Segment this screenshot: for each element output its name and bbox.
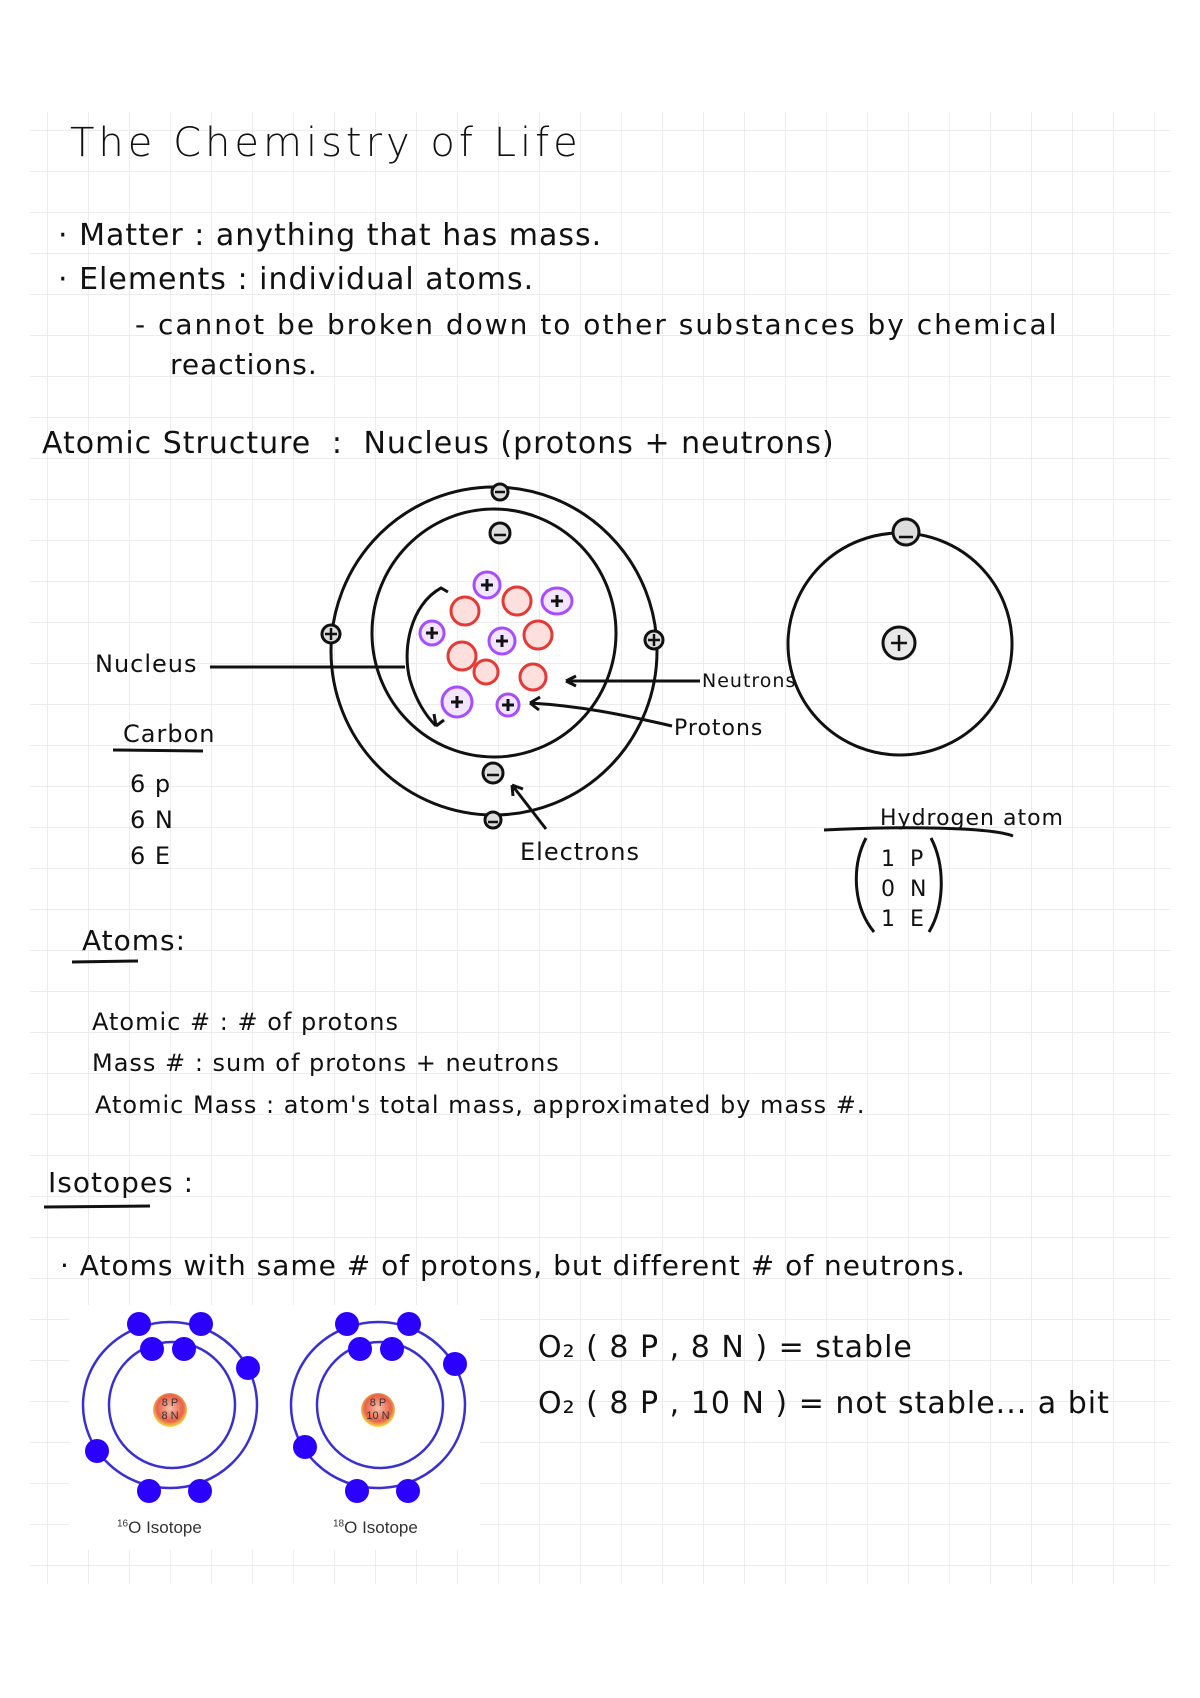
label-electrons: Electrons — [520, 838, 640, 866]
label-neutrons: Neutrons — [702, 670, 797, 692]
definition-elements: · Elements : individual atoms. — [58, 262, 534, 297]
elements-note-line-1: - cannot be broken down to other substan… — [135, 308, 1059, 341]
isotope-note-not-stable: O₂ ( 8 P , 10 N ) = not stable... a bit — [538, 1386, 1110, 1421]
term-matter: Matter — [73, 218, 190, 253]
isotope-note-stable: O₂ ( 8 P , 8 N ) = stable — [538, 1330, 913, 1365]
hydrogen-protons: 1 P — [881, 847, 928, 872]
elements-note-line-2: reactions. — [170, 348, 318, 381]
carbon-electrons: 6 E — [130, 842, 172, 870]
separator: : — [266, 1091, 276, 1119]
label-nucleus: Nucleus — [95, 650, 198, 678]
carbon-protons: 6 p — [130, 770, 172, 798]
definition-text: individual atoms. — [259, 262, 535, 297]
nucleus-definition: Nucleus (protons + neutrons) — [363, 426, 835, 461]
bullet: · — [58, 218, 80, 253]
definition-text: atom's total mass, approximated by mass … — [283, 1091, 866, 1119]
page-title: The Chemistry of Life — [70, 120, 582, 166]
carbon-title: Carbon — [123, 720, 216, 748]
formula: O₂ ( 8 P , 10 N ) — [538, 1386, 789, 1421]
hydrogen-counts: 1 P 0 N 1 E — [881, 845, 930, 935]
definition-text: # of protons — [237, 1008, 400, 1036]
atoms-item-mass-number: Mass # : sum of protons + neutrons — [85, 1049, 560, 1077]
bullet: · — [58, 262, 80, 297]
isotopes-definition: · Atoms with same # of protons, but diff… — [60, 1249, 966, 1282]
caption-18o-isotope: 18O Isotope — [333, 1518, 418, 1537]
label-protons: Protons — [674, 716, 764, 741]
heading-isotopes: Isotopes : — [48, 1166, 195, 1199]
atomic-structure-line: Atomic Structure : Nucleus (protons + ne… — [35, 426, 835, 461]
result: stable — [815, 1330, 913, 1365]
hydrogen-electrons: 1 E — [881, 907, 928, 932]
definition-matter: · Matter : anything that has mass. — [58, 218, 602, 253]
separator: : — [219, 1008, 229, 1036]
equals: = — [798, 1386, 825, 1421]
separator: : — [194, 218, 206, 253]
separator: : — [194, 1049, 204, 1077]
carbon-counts: 6 p 6 N 6 E — [130, 766, 174, 874]
term-elements: Elements — [73, 262, 233, 297]
term-mass-number: Mass # — [85, 1049, 193, 1077]
carbon-neutrons: 6 N — [130, 806, 174, 834]
caption-16o-isotope: 16O Isotope — [117, 1518, 202, 1537]
term-atomic-number: Atomic # — [85, 1008, 218, 1036]
formula: O₂ ( 8 P , 8 N ) — [538, 1330, 769, 1365]
equals: = — [778, 1330, 805, 1365]
separator: : — [331, 426, 343, 461]
atoms-item-atomic-mass: Atomic Mass : atom's total mass, approxi… — [88, 1091, 866, 1119]
separator: : — [237, 262, 249, 297]
result: not stable... a bit — [835, 1386, 1110, 1421]
atoms-item-atomic-number: Atomic # : # of protons — [85, 1008, 400, 1036]
term-atomic-mass: Atomic Mass — [88, 1091, 264, 1119]
heading-atoms: Atoms: — [82, 924, 187, 957]
definition-text: anything that has mass. — [215, 218, 603, 253]
heading-atomic-structure: Atomic Structure — [35, 426, 318, 461]
hydrogen-neutrons: 0 N — [881, 877, 931, 902]
hydrogen-title: Hydrogen atom — [880, 806, 1064, 831]
definition-text: sum of protons + neutrons — [212, 1049, 560, 1077]
